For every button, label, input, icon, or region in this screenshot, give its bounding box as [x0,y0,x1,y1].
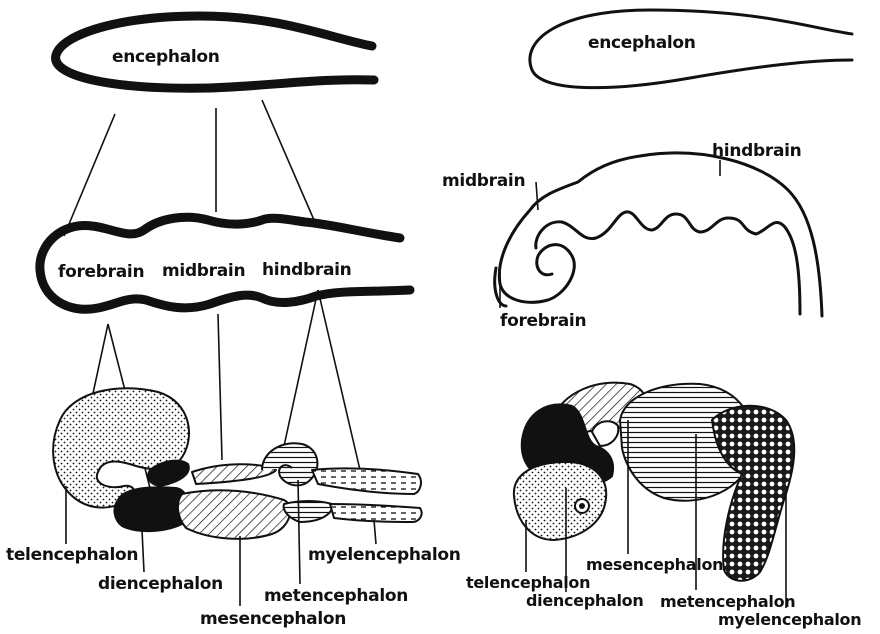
right-telencephalon-label: telencephalon [466,573,590,592]
left-myelencephalon-region [312,468,421,494]
left-metencephalon-region [262,443,317,485]
right-diencephalon-label: diencephalon [526,591,643,610]
right-five-vesicle-brain [514,383,794,581]
right-forebrain-label: forebrain [500,311,586,331]
right-metencephalon-label: metencephalon [660,592,795,611]
left-encephalon-label: encephalon [112,47,220,67]
left-forebrain-label: forebrain [58,262,144,282]
left-myelencephalon-label: myelencephalon [308,545,461,565]
right-mid-leaders [500,160,720,308]
right-mesencephalon-label: mesencephalon [586,555,723,574]
right-telencephalon-region [514,462,606,540]
left-midbrain-label: midbrain [162,261,245,281]
right-myelencephalon-region [712,406,794,581]
right-flexed-tube-outline [495,153,822,316]
left-diencephalon-label: diencephalon [98,574,223,594]
right-hindbrain-label: hindbrain [712,141,801,161]
left-telencephalon-label: telencephalon [6,545,138,565]
right-midbrain-label: midbrain [442,171,525,191]
left-hindbrain-label: hindbrain [262,260,351,280]
left-mesencephalon-label: mesencephalon [200,609,346,629]
left-mesencephalon-region [178,490,290,539]
right-encephalon-label: encephalon [588,33,696,53]
left-five-vesicle-brain [53,388,421,539]
left-metencephalon-label: metencephalon [264,586,408,606]
right-myelencephalon-label: myelencephalon [718,610,861,629]
